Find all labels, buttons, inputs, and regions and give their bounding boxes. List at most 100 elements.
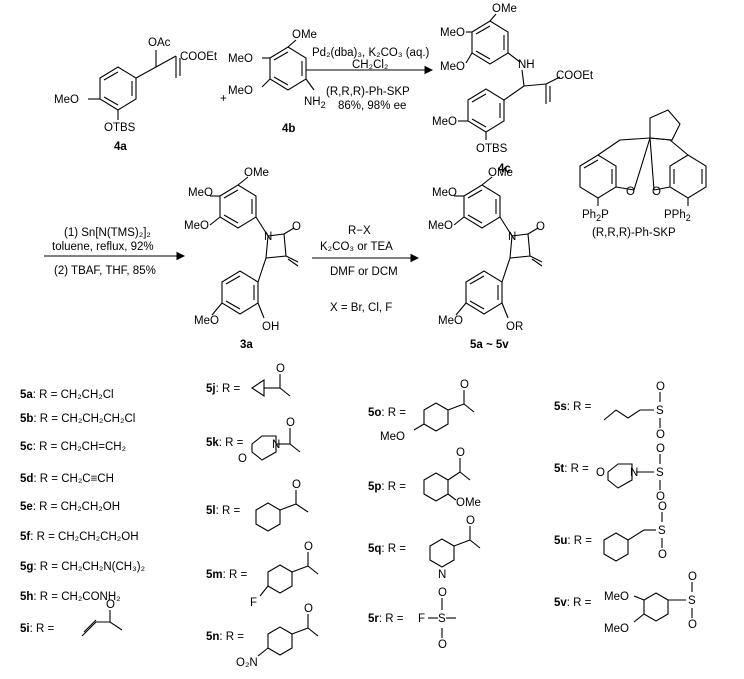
substituent-5o: 5o: R =	[368, 407, 406, 419]
label-oac: OAc	[148, 37, 171, 49]
compound-label-4b: 4b	[282, 123, 295, 135]
substituent-5n: 5n: R =	[206, 631, 244, 643]
svg-text:O: O	[656, 429, 665, 441]
reaction3-conditions-2: K₂CO₃ or TEA	[320, 241, 393, 253]
substituent-5k: 5k: R =	[206, 437, 244, 449]
svg-text:O: O	[460, 379, 469, 391]
substituent-5q: 5q: R =	[368, 543, 406, 555]
substituent-5s: 5s: R =	[554, 401, 592, 413]
reaction1-conditions-1: Pd₂(dba)₃, K₂CO₃ (aq.)	[312, 47, 430, 59]
substituent-list-col4: 5s: R = S O O 5t: R = O N S O O 5u: R = …	[554, 381, 697, 635]
ligand-name: (R,R,R)-Ph-SKP	[592, 227, 676, 239]
svg-text:O: O	[656, 443, 665, 455]
label-ome: OMe	[292, 29, 317, 41]
label-nh2: NH2	[304, 96, 326, 110]
label-oh: OH	[262, 321, 279, 333]
svg-text:O: O	[304, 603, 313, 615]
label-meo: MeO	[54, 94, 79, 106]
substituent-5m: 5m: R =	[206, 569, 248, 581]
substituent-5p: 5p: R =	[368, 481, 406, 493]
label-n: N	[508, 231, 516, 243]
svg-text:O: O	[276, 363, 285, 375]
svg-text:S: S	[658, 525, 666, 537]
substituent-5f: 5f: R = CH₂CH₂CH₂OH	[20, 531, 139, 543]
reaction1-conditions-3: (R,R,R)-Ph-SKP	[326, 86, 410, 98]
svg-text:O: O	[238, 453, 247, 465]
reaction1-conditions-2: CH₂Cl₂	[352, 59, 388, 71]
label-o: O	[652, 186, 661, 198]
compound-4a: OAc COOEt MeO OTBS 4a	[54, 37, 218, 153]
reaction2-conditions-3: (2) TBAF, THF, 85%	[54, 265, 156, 277]
svg-text:MeO: MeO	[604, 623, 629, 635]
substituent-list-col3: 5o: R = MeO O 5p: R = OMe O 5q: R = N O …	[368, 379, 481, 651]
substituent-5t: 5t: R =	[554, 463, 589, 475]
ligand-skp: O O Ph2P PPh2 (R,R,R)-Ph-SKP	[579, 109, 707, 239]
reaction1-conditions-4: 86%, 98% ee	[338, 100, 406, 112]
compound-label-4a: 4a	[114, 141, 127, 153]
acryloyl-group	[81, 621, 123, 637]
svg-text:O: O	[106, 599, 115, 611]
label-meo: MeO	[440, 27, 465, 39]
substituent-list-col1: 5a: R = CH₂CH₂Cl 5b: R = CH₂CH₂CH₂Cl 5c:…	[20, 389, 145, 637]
label-o: O	[536, 221, 545, 233]
label-meo: MeO	[428, 220, 453, 232]
label-or: OR	[506, 321, 523, 333]
label-o: O	[626, 186, 635, 198]
label-meo: MeO	[188, 187, 213, 199]
substituent-5d: 5d: R = CH₂C≡CH	[20, 473, 114, 485]
svg-text:O: O	[456, 447, 465, 459]
label-meo: MeO	[440, 61, 465, 73]
svg-text:O: O	[656, 381, 665, 393]
compound-label-4c: 4c	[498, 163, 511, 175]
reaction3-conditions-1: R−X	[348, 225, 371, 237]
substituent-5c: 5c: R = CH₂CH=CH₂	[20, 441, 126, 453]
label-o: O	[292, 221, 301, 233]
svg-text:MeO: MeO	[380, 431, 405, 443]
label-meo: MeO	[228, 53, 253, 65]
reaction2-conditions-1: (1) Sn[N(TMS)₂]₂	[64, 227, 151, 239]
svg-text:O: O	[304, 541, 313, 553]
svg-text:N: N	[272, 439, 280, 451]
substituent-5v: 5v: R =	[554, 597, 592, 609]
svg-text:O: O	[438, 587, 447, 599]
svg-text:S: S	[688, 595, 696, 607]
label-cooet: COOEt	[556, 70, 594, 82]
substituent-5b: 5b: R = CH₂CH₂CH₂Cl	[20, 413, 135, 425]
substituent-5a: 5a: R = CH₂CH₂Cl	[20, 389, 114, 401]
svg-text:O₂N: O₂N	[236, 657, 258, 669]
label-ph2p: Ph2P	[582, 209, 609, 223]
label-n: N	[264, 231, 272, 243]
svg-text:O: O	[688, 571, 697, 583]
compound-label-5: 5a ~ 5v	[470, 339, 509, 351]
svg-text:O: O	[658, 501, 667, 513]
label-ome: OMe	[492, 3, 517, 15]
compound-label-3a: 3a	[240, 339, 253, 351]
label-cooet: COOEt	[180, 51, 218, 63]
plus-sign: +	[220, 93, 227, 105]
svg-text:F: F	[418, 613, 425, 625]
substituent-5u: 5u: R =	[554, 535, 592, 547]
substituent-5i: 5i: R =	[20, 623, 54, 635]
svg-text:F: F	[250, 597, 257, 609]
substituent-5r: 5r: R =	[368, 613, 404, 625]
label-meo: MeO	[438, 315, 463, 327]
label-pph2: PPh2	[664, 209, 691, 223]
label-meo: MeO	[194, 315, 219, 327]
compound-3a: OMe MeO MeO N O MeO OH 3a	[184, 167, 301, 351]
label-meo: MeO	[432, 187, 457, 199]
compound-4c: OMe MeO MeO NH COOEt MeO OTBS 4c	[432, 3, 594, 175]
svg-text:O: O	[688, 619, 697, 631]
substituent-5j: 5j: R =	[206, 383, 240, 395]
label-otbs: OTBS	[476, 143, 508, 155]
label-ome: OMe	[244, 167, 269, 179]
svg-text:OMe: OMe	[456, 497, 481, 509]
reaction2-conditions-2: toluene, reflux, 92%	[52, 241, 154, 253]
svg-text:O: O	[658, 549, 667, 561]
svg-text:S: S	[656, 467, 664, 479]
svg-text:N: N	[630, 467, 638, 479]
svg-text:MeO: MeO	[604, 591, 629, 603]
reaction3-conditions-4: X = Br, Cl, F	[330, 302, 392, 314]
substituent-5l: 5l: R =	[206, 505, 240, 517]
label-nh: NH	[518, 59, 535, 71]
